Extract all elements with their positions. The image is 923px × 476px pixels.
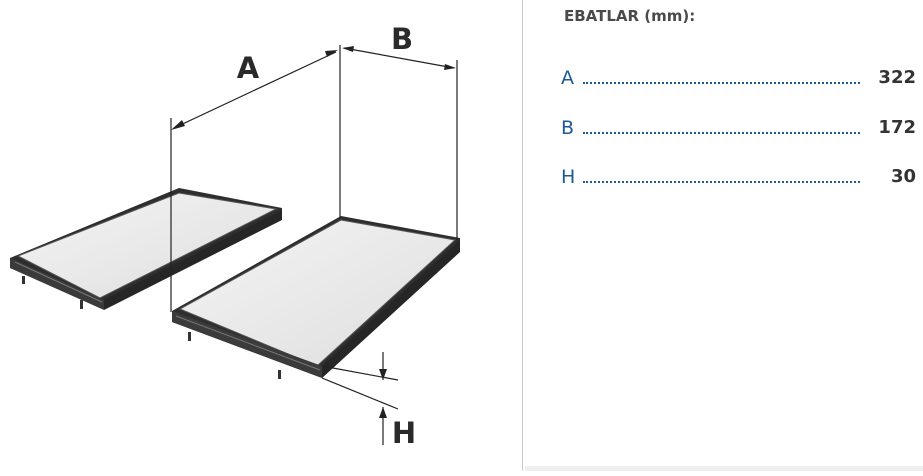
filter-left [10,188,282,310]
spec-label-h: H [561,166,576,188]
dimension-a [170,45,341,312]
filter-dimension-drawing: A B H [10,22,460,450]
dotted-leader [583,82,860,84]
dimension-b [342,46,458,240]
spec-value-h: 30 [890,166,916,187]
dimension-letter-a: A [237,51,260,85]
spec-row-b: B 172 [561,117,916,141]
dimension-letter-b: B [391,22,413,56]
bottom-strip [525,466,923,471]
spec-label-b: B [561,117,575,139]
panel-divider [522,0,523,471]
dotted-leader [583,181,860,183]
dimension-letter-h: H [392,416,416,450]
spec-value-a: 322 [878,67,916,88]
spec-label-a: A [561,67,574,89]
dimension-h [321,352,399,445]
dimensions-spec-panel: EBATLAR (mm): A 322 B 172 H 30 [523,0,923,471]
filter-diagram-svg: A B H [10,22,460,450]
dotted-leader [583,132,860,134]
spec-row-h: H 30 [561,166,916,190]
spec-value-b: 172 [878,117,916,138]
spec-row-a: A 322 [561,67,916,91]
spec-title: EBATLAR (mm): [564,7,696,25]
filter-right [172,216,460,379]
